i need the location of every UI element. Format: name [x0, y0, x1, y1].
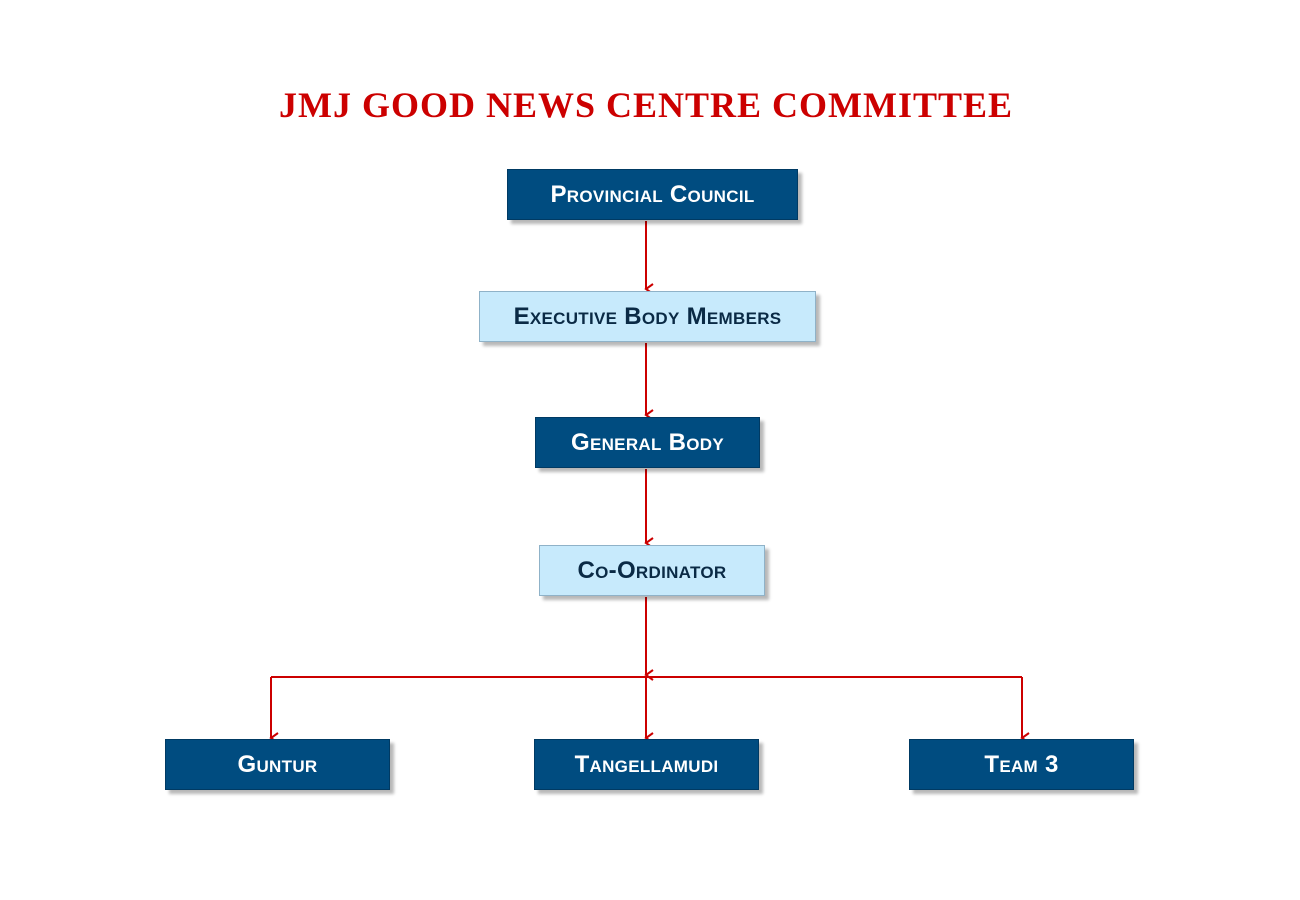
node-guntur: Guntur [165, 739, 390, 790]
node-team-3: Team 3 [909, 739, 1134, 790]
chart-title: JMJ GOOD NEWS CENTRE COMMITTEE [278, 85, 1014, 125]
node-executive-body-members: Executive Body Members [479, 291, 816, 342]
node-general-body: General Body [535, 417, 760, 468]
node-provincial-council: Provincial Council [507, 169, 798, 220]
node-tangellamudi: Tangellamudi [534, 739, 759, 790]
node-coordinator: Co-Ordinator [539, 545, 765, 596]
